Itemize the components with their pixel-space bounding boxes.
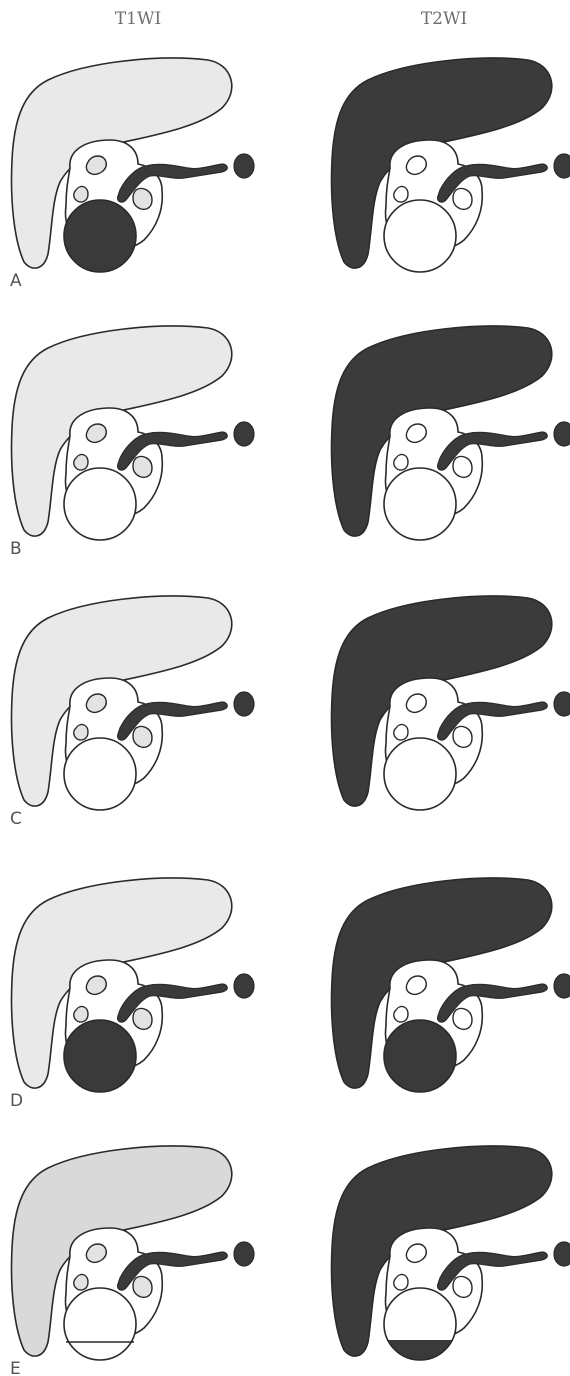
- pancreatic-lobule: [453, 188, 472, 209]
- pancreatic-lobule: [133, 1008, 152, 1029]
- t1wi-panel: [12, 1146, 255, 1360]
- row-label: A: [10, 271, 22, 291]
- gallbladder-dot: [234, 974, 254, 998]
- diagram-row: C: [10, 596, 570, 829]
- row-label: C: [10, 809, 22, 829]
- pancreatic-lobule: [133, 726, 152, 747]
- mass-circle: [384, 200, 456, 272]
- column-header-t2wi: T2WI: [421, 9, 467, 29]
- t2wi-panel: [332, 1146, 570, 1376]
- pancreatic-lobule: [453, 1276, 472, 1297]
- gallbladder-dot: [234, 422, 254, 446]
- pancreatic-lobule: [453, 456, 472, 477]
- column-header-t1wi: T1WI: [115, 9, 161, 29]
- mass-circle: [64, 1288, 136, 1360]
- row-label: B: [10, 539, 22, 559]
- t1wi-panel: [12, 58, 255, 272]
- gallbladder-dot: [554, 974, 570, 998]
- mass-circle: [384, 738, 456, 810]
- diagram-rows: A B C D E: [10, 58, 570, 1376]
- mass-circle: [64, 200, 136, 272]
- row-label: D: [10, 1091, 23, 1111]
- pancreatic-lobule: [133, 1276, 152, 1297]
- pancreatic-lobule: [453, 1008, 472, 1029]
- gallbladder-dot: [554, 1242, 570, 1266]
- diagram-row: A: [10, 58, 570, 291]
- diagram-row: B: [10, 326, 570, 559]
- mass-circle: [64, 738, 136, 810]
- t2wi-panel: [332, 878, 570, 1092]
- t1wi-panel: [12, 596, 255, 810]
- mass-circle: [64, 1020, 136, 1092]
- t2wi-panel: [332, 58, 570, 272]
- pancreatic-lobule: [133, 188, 152, 209]
- mass-circle: [384, 468, 456, 540]
- diagram-row: D: [10, 878, 570, 1111]
- row-label: E: [10, 1359, 21, 1376]
- mass-circle: [384, 1020, 456, 1092]
- gallbladder-dot: [234, 692, 254, 716]
- gallbladder-dot: [234, 1242, 254, 1266]
- gallbladder-dot: [554, 692, 570, 716]
- gallbladder-dot: [554, 154, 570, 178]
- pancreatic-lobule: [133, 456, 152, 477]
- t1wi-panel: [12, 878, 255, 1092]
- mass-circle: [64, 468, 136, 540]
- gallbladder-dot: [234, 154, 254, 178]
- fluid-level-dependent-layer: [384, 1340, 456, 1376]
- t2wi-panel: [332, 326, 570, 540]
- diagram-row: E: [10, 1146, 570, 1376]
- t1wi-panel: [12, 326, 255, 540]
- pancreatic-lobule: [453, 726, 472, 747]
- t2wi-panel: [332, 596, 570, 810]
- gallbladder-dot: [554, 422, 570, 446]
